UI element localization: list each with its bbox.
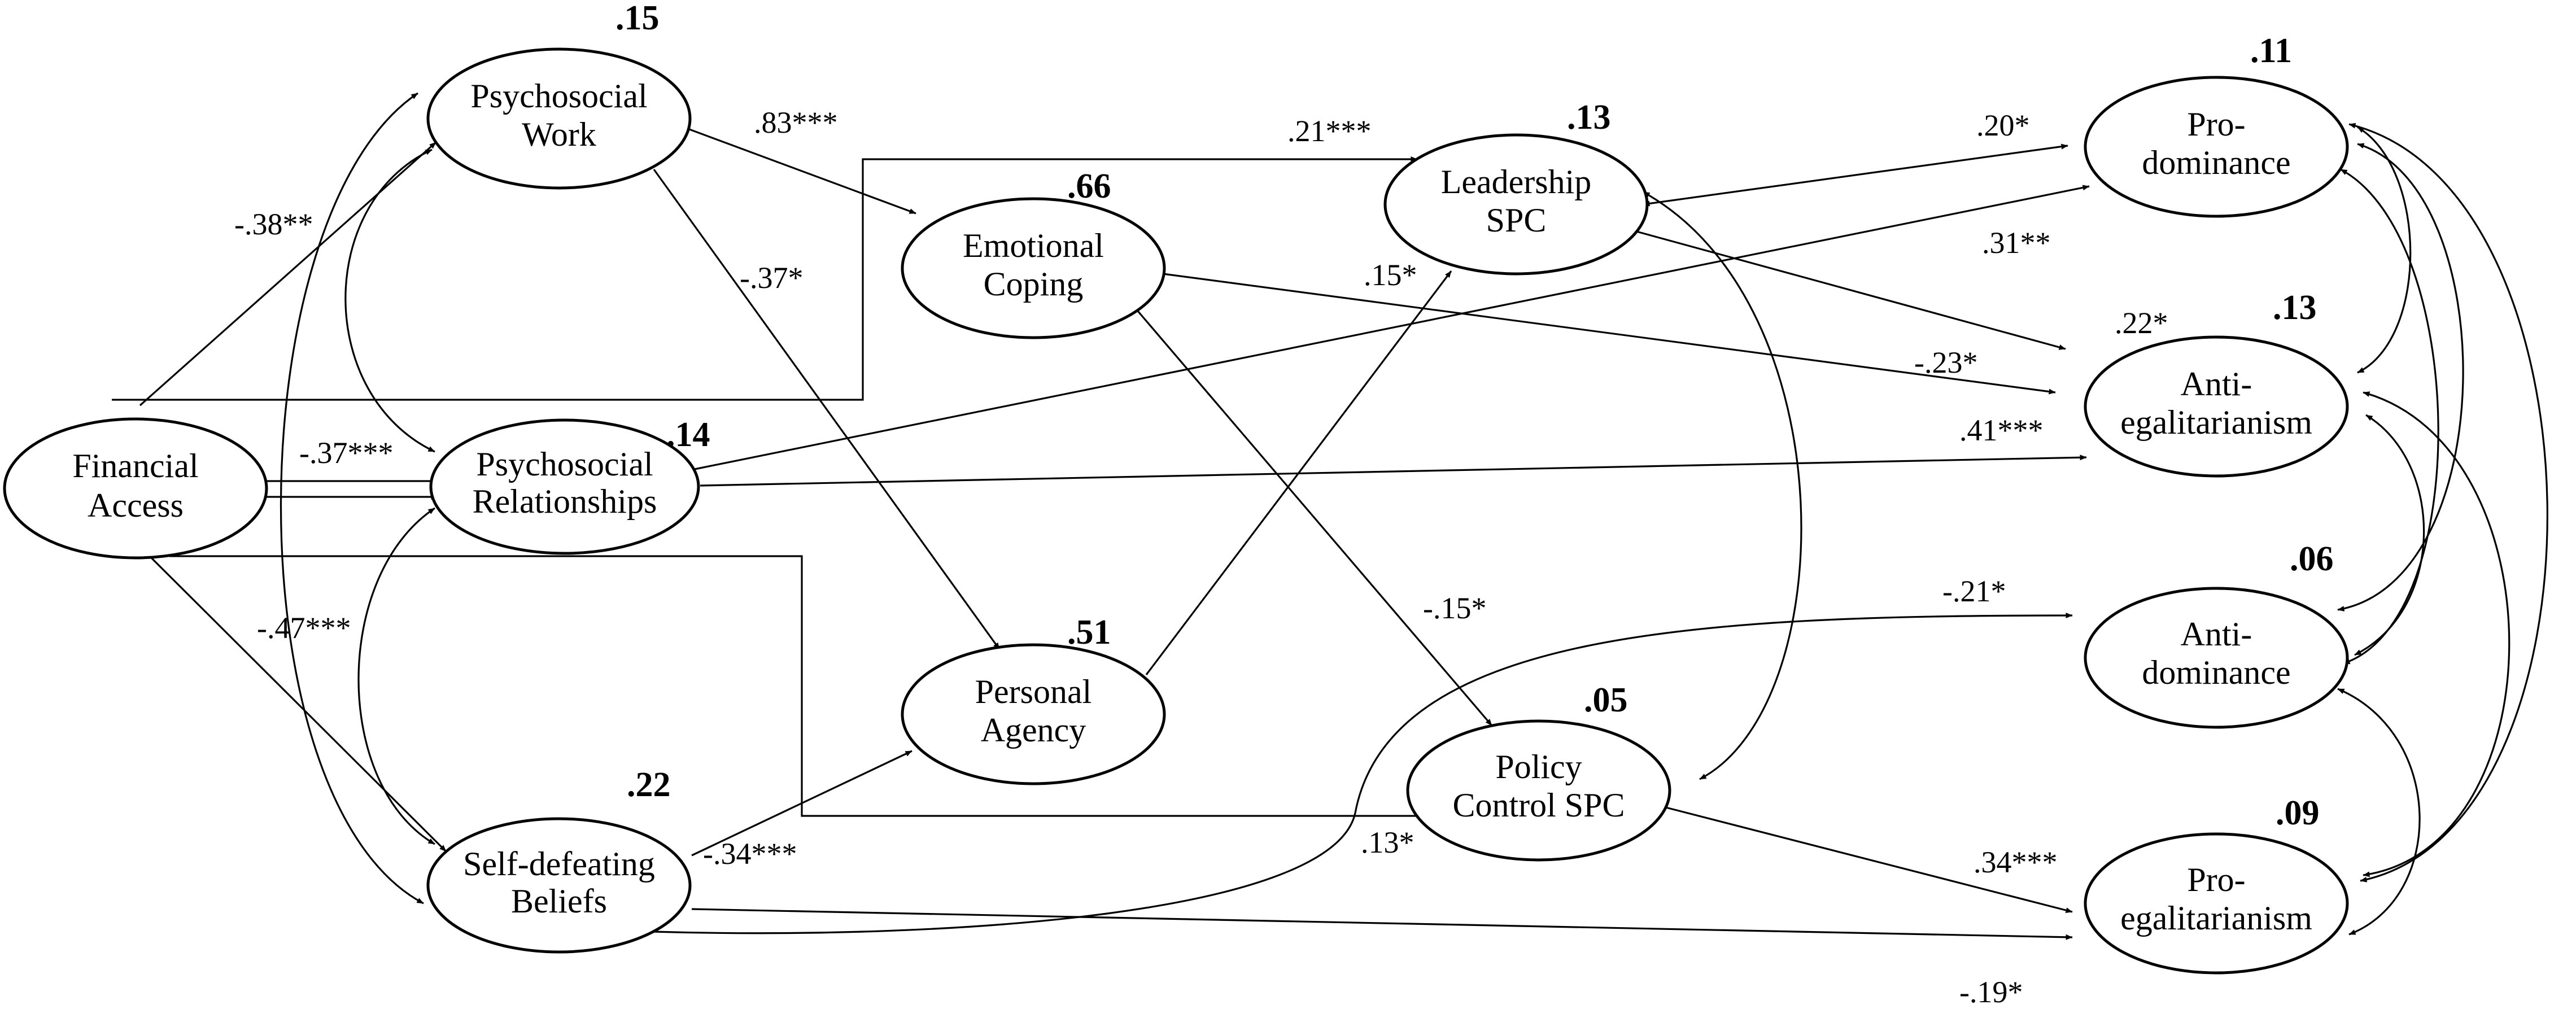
svg-text:Control SPC: Control SPC [1452,787,1625,824]
node-leadership-spc: Leadership SPC .13 [1383,98,1649,276]
coef-financial-relationships: -.37*** [299,436,393,470]
svg-text:Financial: Financial [72,447,198,484]
corr-prodominance-proegal [2348,123,2548,883]
node-pro-egalitarianism: Pro- egalitarianism .09 [2084,794,2349,975]
svg-text:dominance: dominance [2142,654,2290,691]
r2-self-defeating-beliefs: .22 [627,766,671,804]
edge-financial-to-policy [169,555,1457,819]
svg-text:Anti-: Anti- [2181,615,2252,653]
svg-text:Anti-: Anti- [2181,365,2252,403]
coef-self-defeating-antidom: -.21* [1942,574,2006,608]
coef-relationships-antiegal: .41*** [1959,413,2044,447]
svg-text:Self-defeating: Self-defeating [463,845,655,883]
svg-text:Work: Work [522,116,596,153]
coef-leadership-prodom: .20* [1976,108,2030,142]
svg-text:Policy: Policy [1495,748,1582,785]
coef-financial-self-defeating: -.47*** [257,611,351,645]
edge-financial-to-psychosocial-work [139,141,437,407]
coef-financial-work: -.38** [234,207,313,241]
edge-self-defeating-to-pro-egalitarianism [691,908,2073,940]
node-anti-dominance: Anti- dominance .06 [2084,540,2349,729]
corr-work-self-defeating [280,92,424,905]
r2-pro-dominance: .11 [2250,32,2292,70]
coef-leadership-antiegal: .22* [2115,306,2168,340]
svg-text:Beliefs: Beliefs [511,883,607,920]
corr-antiegal-proegal [2363,391,2510,877]
corr-antiegal-antidom [2354,414,2425,656]
svg-text:SPC: SPC [1486,202,1547,239]
edge-coping-to-anti-egalitarianism [1163,273,2056,395]
nodes: Financial Access Psychosocial Work .15 P… [3,0,2349,975]
coef-agency-leadership: .15* [1364,258,1417,292]
r2-personal-agency: .51 [1067,613,1111,652]
coefficients: -.38** -.37*** -.47*** .21*** .13* .83**… [234,106,2168,1009]
node-self-defeating-beliefs: Self-defeating Beliefs .22 [426,766,692,954]
coef-financial-policy: .13* [1361,825,1414,859]
svg-text:dominance: dominance [2142,144,2290,181]
svg-text:Emotional: Emotional [963,227,1104,264]
svg-text:Pro-: Pro- [2187,106,2245,143]
coef-relationships-prodom: .31** [1982,226,2051,260]
r2-psychosocial-relationships: .14 [666,416,710,454]
node-psychosocial-relationships: Psychosocial Relationships .14 [429,416,710,555]
corr-work-relationships [344,148,435,453]
node-emotional-coping: Emotional Coping .66 [901,167,1166,339]
coef-coping-antiegal: -.23* [1914,346,1977,379]
node-psychosocial-work: Psychosocial Work .15 [426,0,692,190]
edge-policy-to-pro-egalitarianism [1665,806,2073,913]
coef-financial-leadership: .21*** [1287,114,1372,148]
edge-relationships-to-anti-egalitarianism [700,455,2087,487]
corr-leadership-policy [1643,191,1802,780]
edge-financial-to-self-defeating [147,553,447,853]
edge-financial-to-leadership [112,156,1418,401]
svg-text:Access: Access [88,487,184,524]
coef-work-agency: -.37* [740,261,803,295]
edge-leadership-to-pro-dominance [1643,143,2068,207]
coef-self-defeating-proegal: -.19* [1959,975,2023,1009]
coef-coping-policy: -.15* [1423,591,1486,625]
r2-anti-dominance: .06 [2290,540,2334,578]
node-anti-egalitarianism: Anti- egalitarianism .13 [2084,289,2349,478]
r2-psychosocial-work: .15 [615,0,660,37]
svg-text:Psychosocial: Psychosocial [470,77,647,115]
svg-text:Pro-: Pro- [2187,861,2245,898]
svg-text:Coping: Coping [984,265,1084,303]
corr-prodominance-antiegal [2357,126,2412,374]
svg-text:egalitarianism: egalitarianism [2120,899,2312,937]
r2-emotional-coping: .66 [1067,167,1111,206]
corr-relationships-self-defeating [357,507,435,845]
edge-self-defeating-to-agency [691,750,912,857]
svg-text:egalitarianism: egalitarianism [2120,404,2312,441]
coef-self-defeating-agency: -.34*** [703,837,797,871]
edge-work-to-agency [653,169,1001,650]
coef-policy-proegal: .34*** [1974,845,2058,879]
r2-policy-control-spc: .05 [1584,681,1628,719]
svg-text:Leadership: Leadership [1441,163,1592,200]
coef-work-coping: .83*** [754,106,838,139]
r2-leadership-spc: .13 [1567,98,1611,137]
edge-work-to-emotional-coping [683,126,916,215]
edge-relationships-to-pro-dominance [691,185,2090,471]
node-personal-agency: Personal Agency .51 [901,613,1166,785]
edge-coping-to-policy [1134,307,1493,727]
node-financial-access: Financial Access [3,417,268,560]
node-policy-control-spc: Policy Control SPC .05 [1406,681,1671,862]
svg-text:Relationships: Relationships [473,483,657,520]
svg-text:Personal: Personal [975,673,1092,710]
edge-self-defeating-to-anti-dominance [652,613,2073,934]
svg-text:Agency: Agency [981,711,1086,749]
corr-prodominance-antiegal-outer [2340,168,2439,665]
node-pro-dominance: Pro- dominance .11 [2084,32,2349,218]
path-lines [112,92,2548,940]
r2-pro-egalitarianism: .09 [2276,794,2320,832]
corr-antidom-proegal [2337,688,2421,936]
corr-prodominance-antidom [2337,143,2464,611]
svg-text:Psychosocial: Psychosocial [476,445,653,483]
r2-anti-egalitarianism: .13 [2273,289,2317,327]
